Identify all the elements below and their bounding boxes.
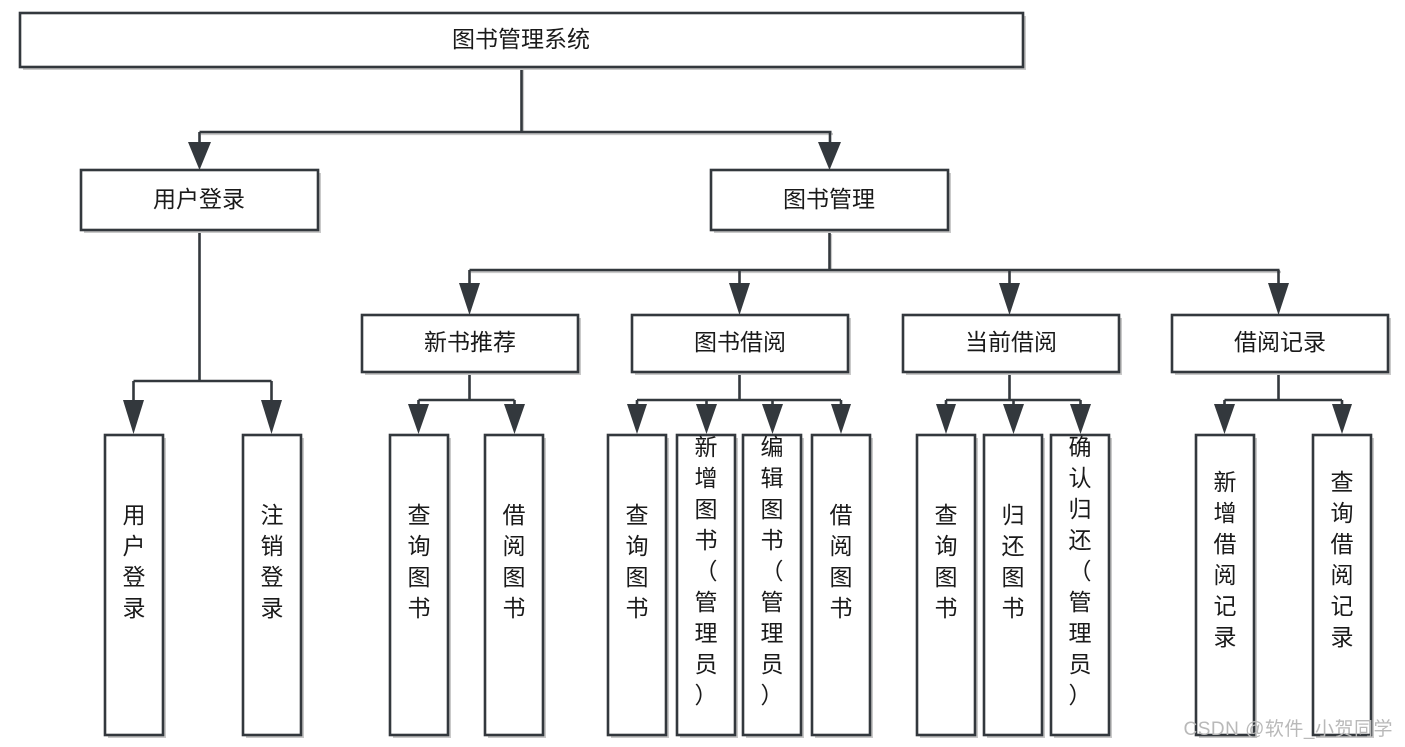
arrow-to-leaf-13	[1332, 404, 1352, 434]
arrow-to-book-borrow	[729, 283, 750, 315]
node-root[interactable]: 图书管理系统	[18, 11, 1026, 70]
leaf-return-books[interactable]: 归还图书	[982, 433, 1045, 738]
arrow-to-leaf-8	[831, 404, 851, 434]
leaf-edit-book-admin[interactable]: 编辑图书（管理员）	[741, 433, 804, 738]
arrow-to-user-login	[188, 142, 211, 170]
node-new-book-recommendation[interactable]: 新书推荐	[360, 313, 581, 375]
arrow-to-leaf-2	[261, 400, 282, 434]
leaf-user-login-label: 用户登录	[123, 502, 146, 621]
edge-bus-level2	[198, 130, 833, 148]
edge-borrowrecords-to-bus	[1223, 375, 1344, 410]
arrow-to-book-mgmt	[818, 142, 841, 170]
leaf-add-book-admin-label: 新增图书（管理员）	[695, 434, 718, 708]
node-book-management-label: 图书管理	[783, 186, 875, 212]
leaf-query-books-2-label: 查询图书	[626, 502, 649, 621]
edge-bookmgmt-to-bus	[468, 232, 1281, 288]
leaf-query-books-1-label: 查询图书	[408, 502, 431, 621]
leaf-confirm-return-admin[interactable]: 确认归还（管理员）	[1049, 433, 1112, 738]
leaf-confirm-return-admin-label: 确认归还（管理员）	[1069, 434, 1092, 708]
arrow-to-current-borrow	[999, 283, 1020, 315]
node-book-borrow-label: 图书借阅	[694, 329, 786, 355]
edge-bookborrow-to-bus	[635, 375, 843, 410]
node-current-borrow-label: 当前借阅	[965, 329, 1057, 355]
arrow-to-leaf-10	[1003, 404, 1024, 434]
arrow-to-borrow-records	[1268, 283, 1289, 315]
node-borrow-records-label: 借阅记录	[1234, 329, 1326, 355]
edge-root-to-bus	[520, 67, 525, 134]
leaf-query-books-1[interactable]: 查询图书	[388, 433, 451, 738]
leaf-add-book-admin[interactable]: 新增图书（管理员）	[675, 433, 738, 738]
arrow-to-leaf-1	[123, 400, 144, 434]
arrow-to-leaf-3	[408, 404, 429, 434]
leaf-borrow-books-1-label: 借阅图书	[503, 502, 526, 621]
leaf-query-books-3[interactable]: 查询图书	[915, 433, 978, 738]
leaf-logout[interactable]: 注销登录	[241, 433, 304, 738]
leaf-add-borrow-record[interactable]: 新增借阅记录	[1194, 433, 1257, 738]
arrow-to-leaf-5	[627, 404, 647, 434]
leaf-borrow-books-2[interactable]: 借阅图书	[810, 433, 873, 738]
leaf-query-borrow-record-label: 查询借阅记录	[1331, 469, 1354, 650]
node-user-login-label: 用户登录	[153, 186, 245, 212]
leaf-add-borrow-record-label: 新增借阅记录	[1214, 469, 1237, 650]
leaf-edit-book-admin-label: 编辑图书（管理员）	[761, 434, 784, 708]
node-borrow-records[interactable]: 借阅记录	[1170, 313, 1391, 375]
leaf-borrow-books-2-label: 借阅图书	[830, 502, 853, 621]
node-new-book-recommendation-label: 新书推荐	[424, 329, 516, 355]
arrow-to-leaf-9	[936, 404, 956, 434]
arrow-to-leaf-12	[1214, 404, 1235, 434]
leaf-return-books-label: 归还图书	[1002, 502, 1025, 621]
leaf-query-books-3-label: 查询图书	[935, 502, 958, 621]
leaf-borrow-books-1[interactable]: 借阅图书	[483, 433, 546, 738]
csdn-watermark: CSDN @软件_小贺同学	[1183, 719, 1393, 740]
edge-userlogin-to-bus	[132, 232, 273, 400]
arrow-to-leaf-11	[1070, 404, 1091, 434]
node-book-borrow[interactable]: 图书借阅	[630, 313, 851, 375]
node-user-login[interactable]: 用户登录	[79, 168, 321, 233]
edge-layer	[123, 67, 1352, 434]
leaf-logout-label: 注销登录	[261, 502, 284, 621]
node-current-borrow[interactable]: 当前借阅	[901, 313, 1122, 375]
arrow-to-new-book-rec	[459, 283, 480, 315]
arrow-to-leaf-7	[762, 404, 783, 434]
arrow-to-leaf-6	[696, 404, 717, 434]
leaf-user-login[interactable]: 用户登录	[103, 433, 166, 738]
leaf-query-borrow-record[interactable]: 查询借阅记录	[1311, 433, 1374, 738]
node-root-label: 图书管理系统	[452, 26, 590, 52]
edge-newbook-to-bus	[417, 375, 516, 410]
node-book-management[interactable]: 图书管理	[709, 168, 951, 233]
arrow-to-leaf-4	[504, 404, 525, 434]
leaf-query-books-2[interactable]: 查询图书	[606, 433, 669, 738]
